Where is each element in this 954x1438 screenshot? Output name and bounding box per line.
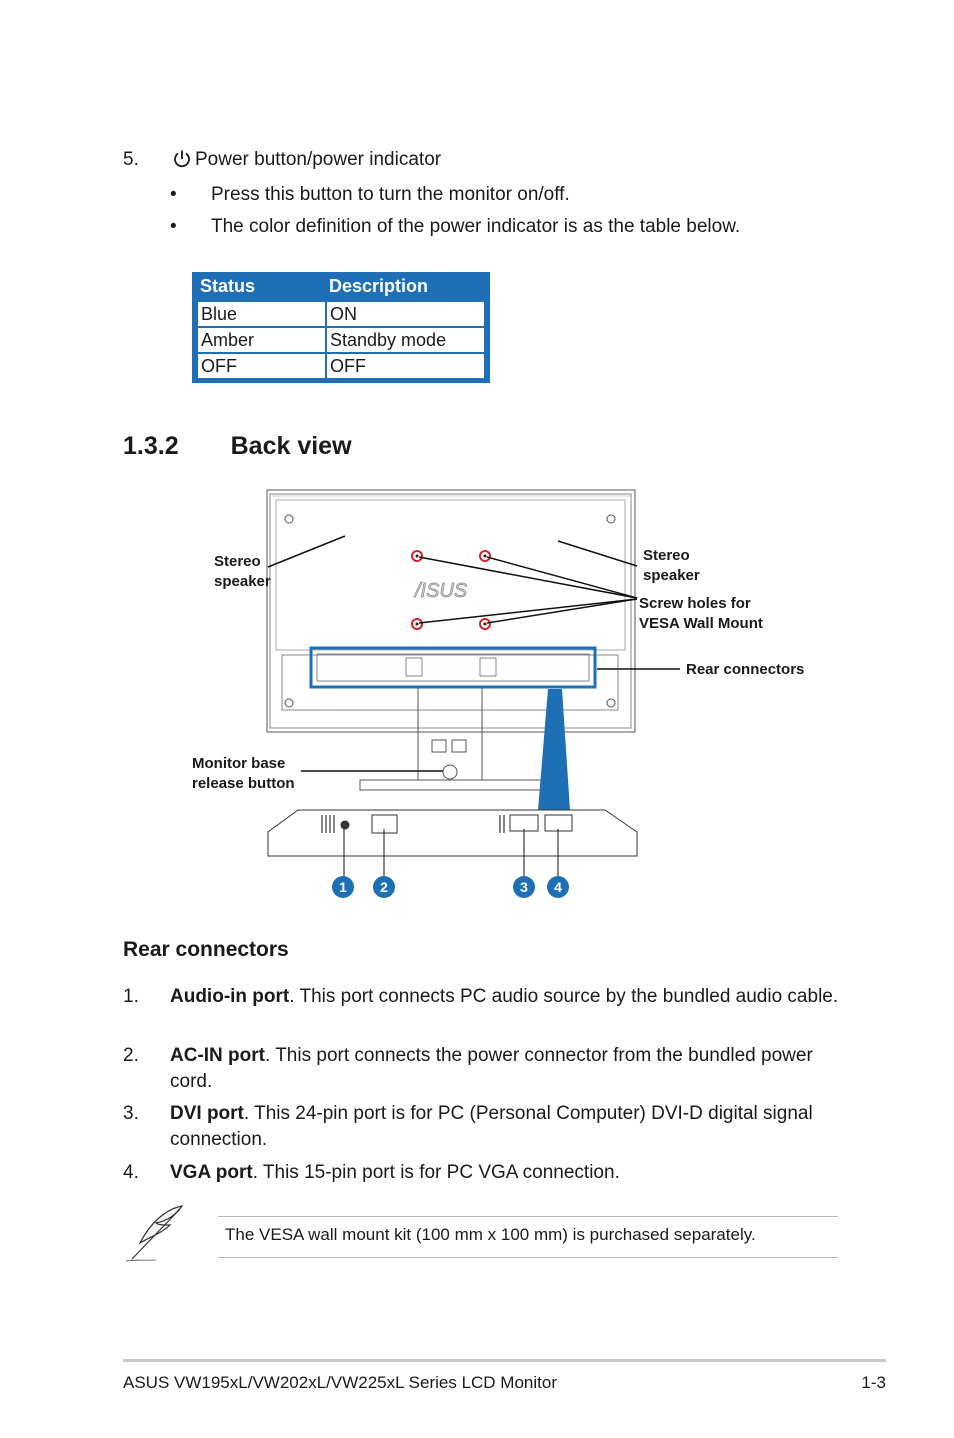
- section-title: Back view: [230, 432, 352, 460]
- section-number: 1.3.2: [123, 432, 179, 460]
- table-cell: Amber: [198, 328, 325, 352]
- asus-logo: /ISUS: [413, 580, 468, 602]
- back-view-diagram: /ISUS: [266, 489, 680, 876]
- table-header-description: Description: [329, 276, 429, 296]
- table-header-status: Status: [200, 276, 256, 296]
- power-indicator-table: Status Description Blue ON Amber Standby…: [192, 272, 490, 383]
- monitor-stand: [359, 688, 546, 791]
- feather-pen-icon: [125, 1205, 184, 1262]
- table-cell: Blue: [198, 302, 325, 326]
- label-stereo-speaker-left: Stereo speaker: [214, 553, 271, 590]
- zoom-wedge: [538, 689, 570, 810]
- label-base-release: Monitor base release button: [192, 755, 295, 792]
- note-text: The VESA wall mount kit (100 mm x 100 mm…: [225, 1225, 756, 1244]
- label-stereo-speaker-right: Stereo speaker: [643, 547, 700, 584]
- connector-badge-1: 1: [332, 876, 354, 898]
- connector-panel: [267, 809, 638, 857]
- label-rear-connectors: Rear connectors: [686, 661, 805, 678]
- rear-connectors-heading: Rear connectors: [123, 938, 289, 961]
- connector-badge-3: 3: [513, 876, 535, 898]
- connector-badge-4: 4: [547, 876, 569, 898]
- note-box: The VESA wall mount kit (100 mm x 100 mm…: [218, 1216, 838, 1258]
- page-number: 1-3: [861, 1373, 886, 1392]
- bullet-dot: •: [170, 184, 177, 205]
- connector-badge-2: 2: [373, 876, 395, 898]
- power-icon: [174, 150, 190, 168]
- table-cell: OFF: [327, 354, 484, 378]
- rear-connectors-highlight: [309, 646, 597, 689]
- footer-rule: [123, 1359, 886, 1362]
- section-heading: 1.3.2 Back view: [123, 432, 352, 461]
- bullet-dot: •: [170, 216, 177, 237]
- monitor-rear-body: [266, 489, 636, 733]
- item5-title: Power button/power indicator: [195, 149, 442, 170]
- label-screw-holes: Screw holes for VESA Wall Mount: [639, 595, 763, 632]
- footer-title: ASUS VW195xL/VW202xL/VW225xL Series LCD …: [123, 1373, 557, 1392]
- table-cell: OFF: [198, 354, 325, 378]
- table-cell: ON: [327, 302, 484, 326]
- item5-number: 5.: [123, 149, 139, 170]
- bullet-text: The color definition of the power indica…: [211, 216, 741, 237]
- bullet-text: Press this button to turn the monitor on…: [211, 184, 570, 205]
- table-cell: Standby mode: [327, 328, 484, 352]
- base-release-button: [442, 764, 458, 780]
